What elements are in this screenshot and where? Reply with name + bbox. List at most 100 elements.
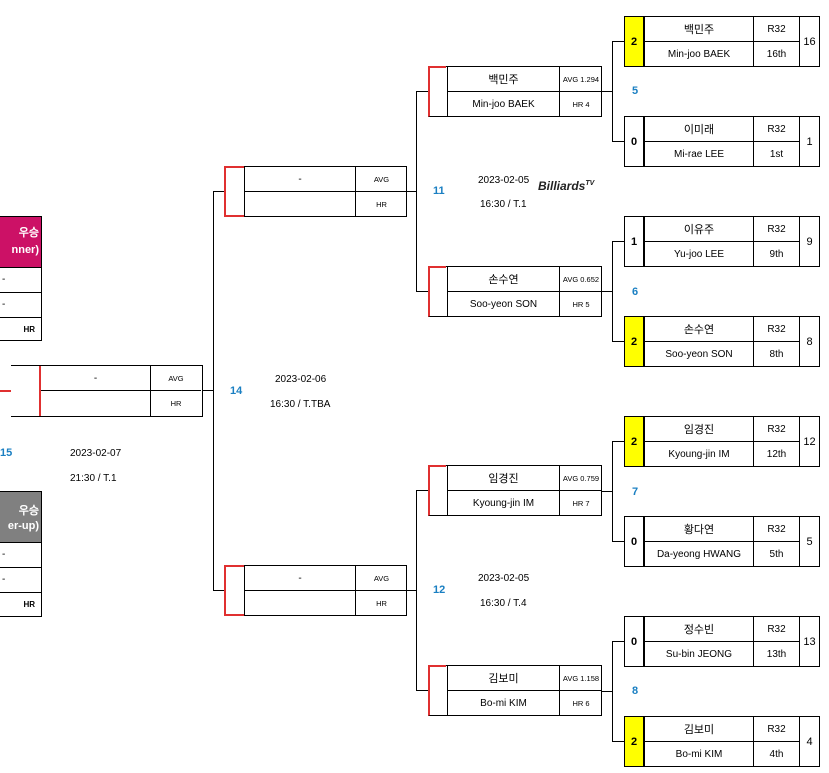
player-card: 이유주 R32 Yu-joo LEE 9th <box>644 216 800 267</box>
player-name-english: Bo-mi KIM <box>448 691 560 715</box>
bracket-line <box>612 41 613 142</box>
match-number: 6 <box>632 286 639 298</box>
player-rank: 9th <box>769 248 784 260</box>
bracket-line <box>213 191 224 192</box>
bracket-line <box>0 390 11 392</box>
quarterfinal-player-box: 김보미 AVG 1.158 Bo-mi KIM HR 6 <box>428 665 602 716</box>
match-number: 8 <box>632 685 639 697</box>
player-card: 손수연 R32 Soo-yeon SON 8th <box>644 316 800 367</box>
player-round: R32 <box>754 617 799 642</box>
player-hr: HR 6 <box>572 698 590 708</box>
player-avg: AVG 0.759 <box>560 466 602 491</box>
score-slot <box>226 167 245 216</box>
player-round: R32 <box>754 517 799 542</box>
match-date: 2023-02-05 <box>478 175 530 186</box>
player-name-korean: 임경진 <box>448 466 560 491</box>
player-name-korean: 이유주 <box>645 217 754 242</box>
player-rank: 4th <box>769 748 784 760</box>
player-seed: 13 <box>799 616 820 667</box>
player-score: 2 <box>624 416 644 467</box>
bracket-line <box>612 541 624 542</box>
bracket-line <box>612 741 624 742</box>
quarterfinal-player-box: 임경진 AVG 0.759 Kyoung-jin IM HR 7 <box>428 465 602 516</box>
runner-up-subtitle: er-up) <box>7 520 39 532</box>
winner-line: - <box>0 292 41 317</box>
player-score: 0 <box>624 616 644 667</box>
player-name-korean: 백민주 <box>448 67 560 92</box>
bracket-line <box>612 441 624 442</box>
r32-player-row: 1 이유주 R32 Yu-joo LEE 9th 9 <box>624 216 820 267</box>
r32-player-row: 2 임경진 R32 Kyoung-jin IM 12th 12 <box>624 416 820 467</box>
bracket-line <box>612 641 613 742</box>
bracket-line <box>213 590 224 591</box>
winner-line: - <box>0 267 41 292</box>
player-card: 김보미 R32 Bo-mi KIM 4th <box>644 716 800 767</box>
player-round: R32 <box>754 717 799 742</box>
semifinal-player-box: - AVG HR <box>224 565 407 616</box>
player-name-english: Min-joo BAEK <box>645 42 754 66</box>
winner-hr: HR <box>0 317 41 341</box>
bracket-line <box>203 390 213 391</box>
player-avg: AVG 0.652 <box>560 267 602 292</box>
player-card: 임경진 R32 Kyoung-jin IM 12th <box>644 416 800 467</box>
player-name-english: Kyoung-jin IM <box>448 491 560 515</box>
bracket-line <box>602 491 612 492</box>
player-name: - <box>245 566 356 591</box>
player-name-english: Soo-yeon SON <box>645 342 754 366</box>
player-avg: AVG 1.294 <box>560 67 602 92</box>
player-score: 1 <box>624 216 644 267</box>
bracket-line <box>612 41 624 42</box>
player-rank: 13th <box>766 648 787 660</box>
runner-up-title: 우승 <box>18 505 39 517</box>
player-round: R32 <box>754 317 799 342</box>
player-avg: AVG <box>356 167 407 192</box>
runner-up-box: 우승 er-up) - - HR <box>0 491 42 617</box>
red-marker <box>428 266 446 268</box>
match-number: 11 <box>433 185 445 197</box>
player-name-korean: 백민주 <box>645 17 754 42</box>
r32-player-row: 2 백민주 R32 Min-joo BAEK 16th 16 <box>624 16 820 67</box>
player-name-english: Min-joo BAEK <box>448 92 560 116</box>
player-name-english: Kyoung-jin IM <box>645 442 754 466</box>
player-seed: 8 <box>799 316 820 367</box>
player-rank: 1st <box>769 148 784 160</box>
final-score-slot <box>11 366 41 416</box>
bracket-line <box>612 241 613 342</box>
bracket-line <box>416 490 428 491</box>
player-card: 이미래 R32 Mi-rae LEE 1st <box>644 116 800 167</box>
player-card: 황다연 R32 Da-yeong HWANG 5th <box>644 516 800 567</box>
player-avg: AVG <box>356 566 407 591</box>
player-seed: 12 <box>799 416 820 467</box>
semifinal-player-box: - AVG HR <box>224 166 407 217</box>
player-name-sub <box>245 192 356 216</box>
bracket-line <box>612 141 624 142</box>
player-seed: 16 <box>799 16 820 67</box>
player-seed: 1 <box>799 116 820 167</box>
player-name-english: Yu-joo LEE <box>645 242 754 266</box>
winner-box: 우승 nner) - - HR <box>0 216 42 341</box>
bracket-line <box>213 191 214 591</box>
match-number: 15 <box>0 447 13 459</box>
player-name-korean: 손수연 <box>448 267 560 292</box>
player-rank: 12th <box>766 448 787 460</box>
player-name-english: Da-yeong HWANG <box>645 542 754 566</box>
player-avg: AVG 1.158 <box>560 666 602 691</box>
match-date: 2023-02-05 <box>478 573 530 584</box>
match-time-table: 16:30 / T.4 <box>480 598 527 609</box>
player-hr: HR <box>376 598 387 608</box>
red-marker <box>428 66 446 68</box>
player-rank: 16th <box>766 48 787 60</box>
player-round: R32 <box>754 117 799 142</box>
red-marker <box>224 166 244 168</box>
match-time-table: 16:30 / T.TBA <box>270 399 331 410</box>
r32-player-row: 2 손수연 R32 Soo-yeon SON 8th 8 <box>624 316 820 367</box>
player-name-korean: 황다연 <box>645 517 754 542</box>
match-date: 2023-02-07 <box>70 448 122 459</box>
bracket-line <box>612 241 624 242</box>
bracket-line <box>407 191 416 192</box>
player-card: 백민주 R32 Min-joo BAEK 16th <box>644 16 800 67</box>
bracket-line <box>602 691 612 692</box>
player-score: 2 <box>624 316 644 367</box>
player-name-korean: 김보미 <box>645 717 754 742</box>
player-name: - <box>245 167 356 192</box>
